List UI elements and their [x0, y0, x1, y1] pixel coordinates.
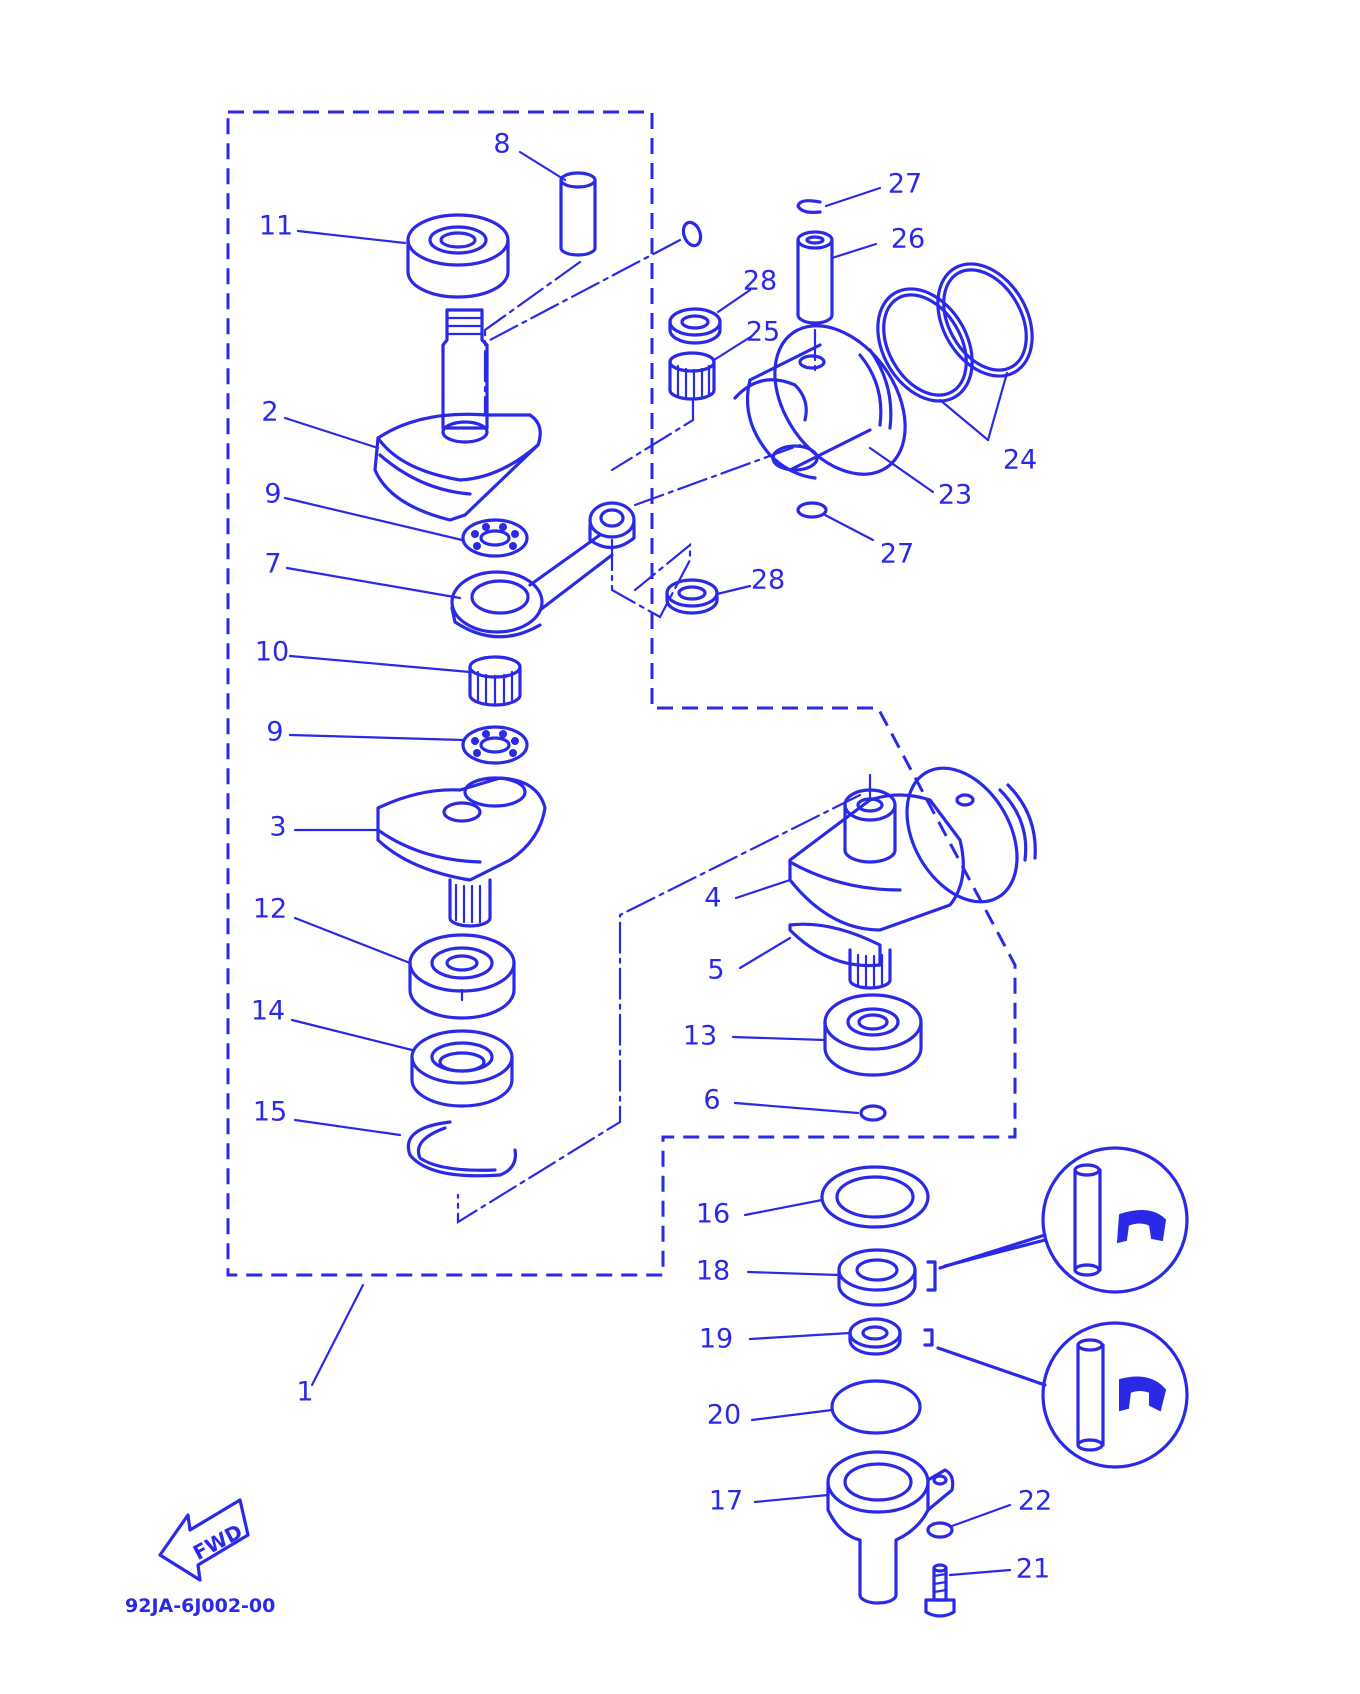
callout-14: 14 — [251, 996, 285, 1027]
callout-17: 17 — [709, 1486, 743, 1517]
callout-12: 12 — [253, 894, 287, 925]
callout-7: 7 — [264, 549, 281, 580]
callout-18: 18 — [696, 1256, 730, 1287]
callout-13: 13 — [683, 1021, 717, 1052]
drawing-code: 92JA-6J002-00 — [125, 1595, 275, 1617]
callout-23: 23 — [938, 480, 972, 511]
callout-6: 6 — [703, 1085, 720, 1116]
part-13-bearing — [823, 993, 923, 1077]
callout-3: 3 — [269, 812, 286, 843]
assembly-centerlines — [456, 238, 872, 1224]
callout-labels: 8 11 2 9 7 10 9 3 12 14 15 1 27 26 28 25… — [251, 129, 1052, 1585]
part-9-lower-thrust-bearing — [461, 725, 529, 765]
part-15-circlip — [406, 1120, 518, 1178]
part-28-upper-washer — [668, 307, 722, 345]
part-8-dowel-pin — [559, 171, 597, 257]
fwd-arrow: FWD — [158, 1498, 250, 1582]
callout-11: 11 — [259, 211, 293, 242]
callout-19: 19 — [699, 1324, 733, 1355]
callout-2: 2 — [261, 397, 278, 428]
callout-8: 8 — [493, 129, 510, 160]
part-28-lower-washer — [665, 578, 719, 615]
part-16-washer — [820, 1165, 930, 1229]
part-26-piston-pin — [796, 230, 834, 325]
callout-26: 26 — [891, 224, 925, 255]
part-6-ball — [859, 1104, 887, 1122]
callout-27-upper: 27 — [888, 169, 922, 200]
part-27-upper-clip — [796, 199, 822, 214]
callout-20: 20 — [707, 1400, 741, 1431]
callout-21: 21 — [1016, 1554, 1050, 1585]
callout-1: 1 — [296, 1377, 313, 1408]
callout-28-lower: 28 — [751, 565, 785, 596]
part-25-needle-bearing — [668, 351, 716, 401]
leader-lines — [283, 150, 1012, 1577]
part-19-oil-seal — [848, 1317, 902, 1356]
callout-9-lower: 9 — [266, 717, 283, 748]
part-11-upper-bearing — [406, 213, 510, 299]
callout-4: 4 — [704, 883, 721, 914]
part-20-o-ring — [830, 1379, 922, 1435]
part-22-washer — [926, 1521, 954, 1539]
bracket-18 — [926, 1260, 937, 1292]
part-12-lower-bearing — [408, 933, 516, 1020]
callout-16: 16 — [696, 1199, 730, 1230]
callout-28-upper: 28 — [743, 266, 777, 297]
part-17-housing — [826, 1450, 955, 1605]
callout-22: 22 — [1018, 1486, 1052, 1517]
part-23-piston — [733, 324, 907, 480]
bracket-19 — [923, 1328, 934, 1347]
part-7-connecting-rod — [450, 501, 636, 639]
detail-circle-lower — [936, 1321, 1189, 1469]
callout-9-upper: 9 — [264, 479, 281, 510]
callout-15: 15 — [253, 1097, 287, 1128]
part-4-5-crank-assembly — [788, 766, 1037, 990]
crankshaft-assembly-outline — [226, 110, 1017, 1277]
callout-25: 25 — [746, 317, 780, 348]
callout-10: 10 — [255, 637, 289, 668]
part-27-lower-clip — [796, 501, 828, 519]
part-9-upper-thrust-bearing — [461, 518, 529, 558]
woodruff-key — [681, 220, 703, 248]
part-2-upper-crank-web — [373, 308, 542, 522]
part-10-needle-bearing — [468, 655, 522, 707]
part-21-bolt — [924, 1563, 956, 1618]
detail-circle-upper — [938, 1146, 1189, 1294]
part-14-oil-seal — [410, 1029, 514, 1108]
callout-5: 5 — [707, 955, 724, 986]
callout-27-lower: 27 — [880, 539, 914, 570]
part-3-lower-crank-web — [376, 776, 547, 928]
callout-24: 24 — [1003, 445, 1037, 476]
part-24-piston-rings — [876, 262, 1034, 403]
part-18-oil-seal — [837, 1248, 917, 1307]
